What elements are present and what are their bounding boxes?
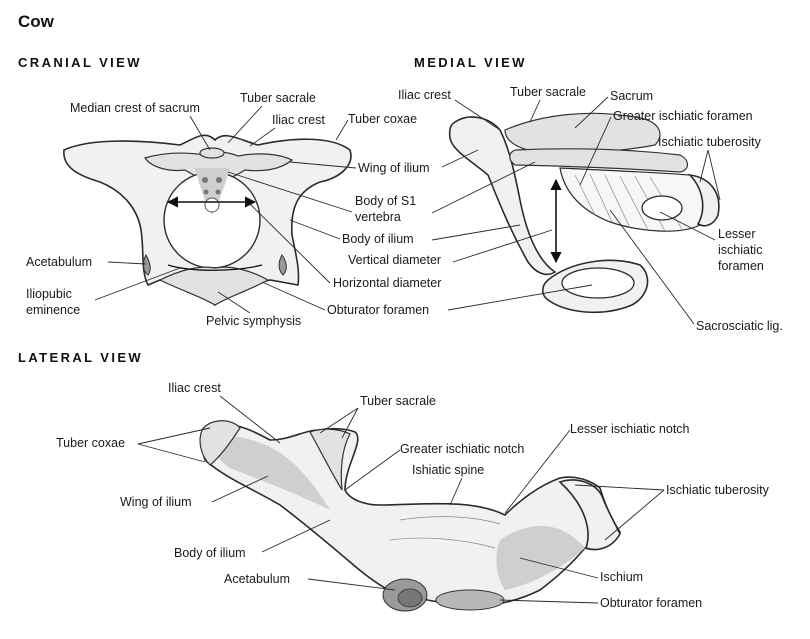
label-medial-tuber-sacrale: Tuber sacrale [510, 85, 586, 99]
label-sacrum: Sacrum [610, 89, 653, 103]
label-vertical-diameter: Vertical diameter [348, 253, 441, 267]
label-lateral-iliac-crest: Iliac crest [168, 381, 221, 395]
label-lateral-tuber-coxae: Tuber coxae [56, 436, 125, 450]
cranial-view-illustration [63, 134, 352, 307]
label-vertebra: vertebra [355, 210, 401, 224]
label-tuber-sacrale: Tuber sacrale [240, 91, 316, 105]
label-ischiatic-tuberosity-medial: Ischiatic tuberosity [658, 135, 762, 149]
medial-view-heading: MEDIAL VIEW [414, 55, 527, 70]
label-wing-of-ilium: Wing of ilium [358, 161, 430, 175]
label-pelvic-symphysis: Pelvic symphysis [206, 314, 301, 328]
label-tuber-coxae: Tuber coxae [348, 112, 417, 126]
label-body-of-ilium: Body of ilium [342, 232, 414, 246]
label-medial-iliac-crest: Iliac crest [398, 88, 451, 102]
label-lateral-body-of-ilium: Body of ilium [174, 546, 246, 560]
lateral-view-illustration [199, 420, 621, 612]
label-lateral-tuber-sacrale: Tuber sacrale [360, 394, 436, 408]
label-body-of-s1: Body of S1 [355, 194, 416, 208]
medial-view-labels: Iliac crest Tuber sacrale Sacrum Greater… [398, 85, 783, 333]
label-acetabulum: Acetabulum [26, 255, 92, 269]
label-iliac-crest: Iliac crest [272, 113, 325, 127]
label-lateral-acetabulum: Acetabulum [224, 572, 290, 586]
label-greater-ischiatic-foramen: Greater ischiatic foramen [613, 109, 753, 123]
label-ischium: Ischium [600, 570, 643, 584]
label-lateral-wing-of-ilium: Wing of ilium [120, 495, 192, 509]
label-eminence: eminence [26, 303, 80, 317]
label-greater-ischiatic-notch: Greater ischiatic notch [400, 442, 524, 456]
medial-view-illustration [448, 112, 720, 314]
label-ishiatic-spine: Ishiatic spine [412, 463, 484, 477]
label-obturator-foramen: Obturator foramen [327, 303, 429, 317]
lateral-view-heading: LATERAL VIEW [18, 350, 143, 365]
label-lateral-ischiatic-tuberosity: Ischiatic tuberosity [666, 483, 770, 497]
page-title: Cow [18, 12, 55, 31]
label-iliopubic: Iliopubic [26, 287, 72, 301]
label-lateral-obturator-foramen: Obturator foramen [600, 596, 702, 610]
label-lesser-ischiatic-notch: Lesser ischiatic notch [570, 422, 690, 436]
cranial-view-heading: CRANIAL VIEW [18, 55, 142, 70]
label-foramen: foramen [718, 259, 764, 273]
label-ischiatic: ischiatic [718, 243, 762, 257]
label-sacrosciatic-lig: Sacrosciatic lig. [696, 319, 783, 333]
label-horizontal-diameter: Horizontal diameter [333, 276, 441, 290]
lateral-view-labels: Iliac crest Tuber sacrale Tuber coxae Gr… [56, 381, 770, 610]
label-median-crest-of-sacrum: Median crest of sacrum [70, 101, 200, 115]
cranial-view-labels: Median crest of sacrum Tuber sacrale Ili… [26, 91, 441, 328]
label-lesser: Lesser [718, 227, 756, 241]
